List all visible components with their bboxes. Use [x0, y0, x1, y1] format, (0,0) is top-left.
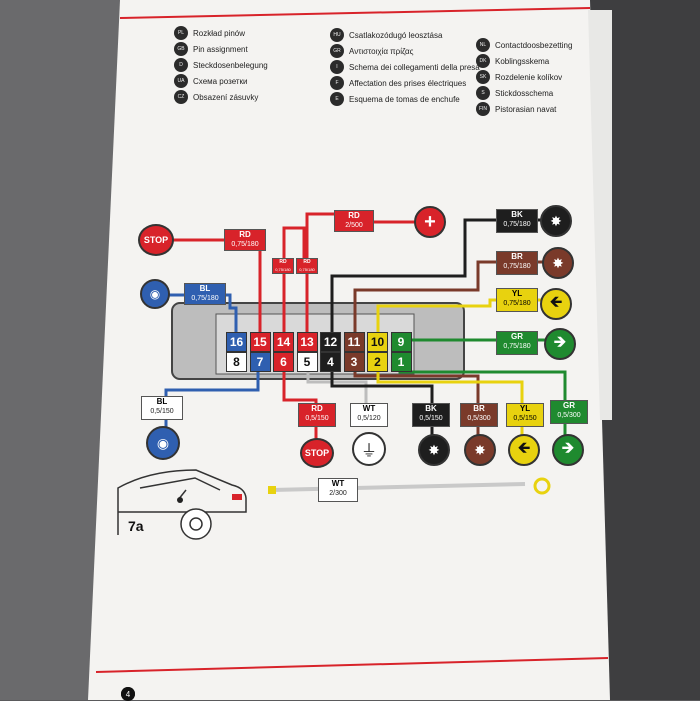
language-code-badge: GB: [174, 42, 188, 56]
legend-item: E Esquema de tomas de enchufe: [330, 92, 460, 106]
language-code-badge: E: [330, 92, 344, 106]
legend-text: Csatlakozódugó leosztása: [349, 30, 443, 40]
side-light-icon-brown: ✸: [542, 247, 574, 279]
wire-black-top: [330, 218, 555, 332]
legend-item: GR Αντιστοιχία πρίζας: [330, 44, 413, 58]
language-code-badge: F: [330, 76, 344, 90]
legend-item: S Stickdosschema: [476, 86, 553, 100]
legend-item: PL Rozkład pinów: [174, 26, 245, 40]
socket-pin: 6: [273, 352, 294, 372]
socket-pin: 10: [367, 332, 388, 352]
socket-pin: 3: [343, 352, 365, 372]
legend-text: Obsazení zásuvky: [193, 92, 259, 102]
language-code-badge: I: [330, 60, 344, 74]
wire-red-14: [282, 226, 306, 332]
legend-item: NL Contactdoosbezetting: [476, 38, 572, 52]
legend-item: CZ Obsazení zásuvky: [174, 90, 258, 104]
side-light-icon-brown-bottom: ✸: [464, 434, 496, 466]
legend-item: F Affectation des prises électriques: [330, 76, 466, 90]
socket-pin: 5: [296, 352, 318, 372]
legend-text: Pistorasian navat: [495, 104, 557, 114]
language-code-badge: FIN: [476, 102, 490, 116]
legend-item: HU Csatlakozódugó leosztása: [330, 28, 442, 42]
side-light-icon-black: ✸: [540, 205, 572, 237]
socket-pin: 16: [226, 332, 247, 352]
socket-pin: 7: [249, 352, 271, 372]
wire-green-bottom: [398, 360, 567, 440]
language-code-badge: SK: [476, 70, 490, 84]
legend-text: Esquema de tomas de enchufe: [349, 94, 460, 104]
legend-text: Schema dei collegamenti della presa: [349, 62, 480, 72]
side-light-icon-black-bottom: ✸: [418, 434, 450, 466]
legend-text: Rozdelenie kolíkov: [495, 72, 563, 82]
language-code-badge: HU: [330, 28, 344, 42]
socket-pin: 11: [343, 332, 365, 352]
legend-item: I Schema dei collegamenti della presa: [330, 60, 480, 74]
socket-pin: 9: [390, 332, 412, 352]
right-indicator-icon-bottom: 🡺: [552, 434, 584, 466]
right-indicator-icon: 🡺: [544, 328, 576, 360]
legend-text: Rozkład pinów: [193, 28, 246, 38]
page-number: 4: [121, 687, 135, 701]
language-code-badge: UA: [174, 74, 188, 88]
ring-terminal: [533, 477, 551, 495]
left-indicator-icon-bottom: 🡸: [508, 434, 540, 466]
legend-item: DK Koblingsskema: [476, 54, 549, 68]
wire-white-ground: [271, 482, 526, 492]
legend-text: Affectation des prises électriques: [349, 78, 467, 88]
socket-pin: 2: [367, 352, 388, 372]
legend-text: Схема розетки: [193, 76, 248, 86]
language-code-badge: GR: [330, 44, 344, 58]
legend-text: Koblingsskema: [495, 56, 550, 66]
stop-icon-bottom: STOP: [300, 438, 334, 468]
socket-pin: 4: [320, 352, 341, 372]
legend-item: FIN Pistorasian navat: [476, 102, 556, 116]
stop-icon-top: STOP: [138, 224, 174, 256]
legend-item: GB Pin assignment: [174, 42, 248, 56]
fog-light-icon-bottom: ◉: [146, 426, 180, 460]
socket-pin: 13: [296, 332, 318, 352]
car-label: 7a: [128, 518, 144, 534]
socket-pin: 15: [249, 332, 271, 352]
socket-pin: 8: [226, 352, 247, 372]
legend-text: Steckdosenbelegung: [193, 60, 268, 70]
language-code-badge: CZ: [174, 90, 188, 104]
ground-icon: ⏚: [352, 432, 386, 466]
plus-icon: +: [414, 206, 446, 238]
legend-item: SK Rozdelenie kolíkov: [476, 70, 562, 84]
legend-item: UA Схема розетки: [174, 74, 248, 88]
language-code-badge: DK: [476, 54, 490, 68]
language-code-badge: S: [476, 86, 490, 100]
legend-text: Pin assignment: [193, 44, 248, 54]
language-code-badge: D: [174, 58, 188, 72]
language-code-badge: NL: [476, 38, 490, 52]
left-indicator-icon: 🡸: [540, 288, 572, 320]
socket-pin: 12: [320, 332, 341, 352]
legend-item: D Steckdosenbelegung: [174, 58, 268, 72]
fog-light-icon-top: ◉: [140, 279, 170, 309]
legend-text: Contactdoosbezetting: [495, 40, 573, 50]
socket-pin: 1: [390, 352, 412, 372]
language-code-badge: PL: [174, 26, 188, 40]
legend-text: Stickdosschema: [495, 88, 554, 98]
legend-text: Αντιστοιχία πρίζας: [349, 46, 414, 56]
socket-pin: 14: [273, 332, 294, 352]
